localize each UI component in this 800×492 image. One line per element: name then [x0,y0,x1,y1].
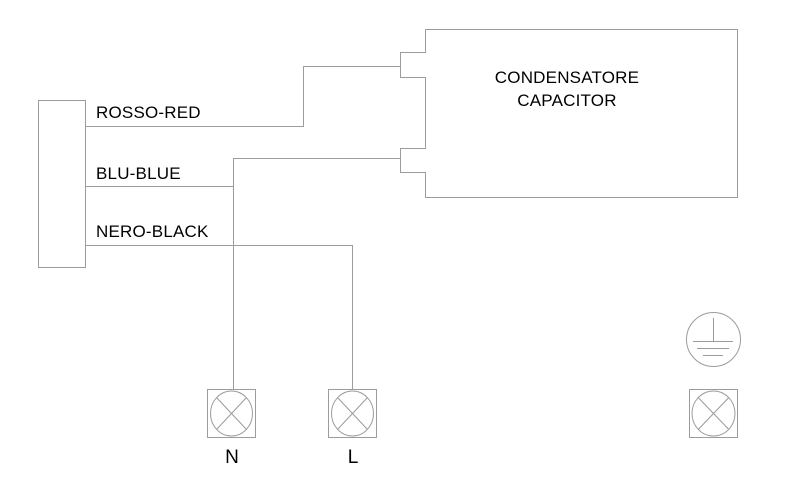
capacitor-label-line1: CONDENSATORE [494,68,640,87]
capacitor-label: CONDENSATORE CAPACITOR [400,66,734,112]
terminal-label-neutral: N [225,447,239,468]
lamp-icon [689,389,738,438]
red-wire [86,66,400,127]
black-wire [86,245,353,389]
wire-label-black: NERO-BLACK [96,222,209,241]
wire-label-blue: BLU-BLUE [96,164,181,183]
terminal-label-line: L [347,447,359,468]
lamp-icon [207,389,256,438]
connector-block [38,100,86,268]
capacitor-outline [400,29,738,198]
protective-earth-icon [686,312,741,367]
blue-wire-branch [233,158,400,389]
capacitor-label-line2: CAPACITOR [517,91,617,110]
wire-label-red: ROSSO-RED [96,103,201,122]
lamp-icon [328,389,377,438]
